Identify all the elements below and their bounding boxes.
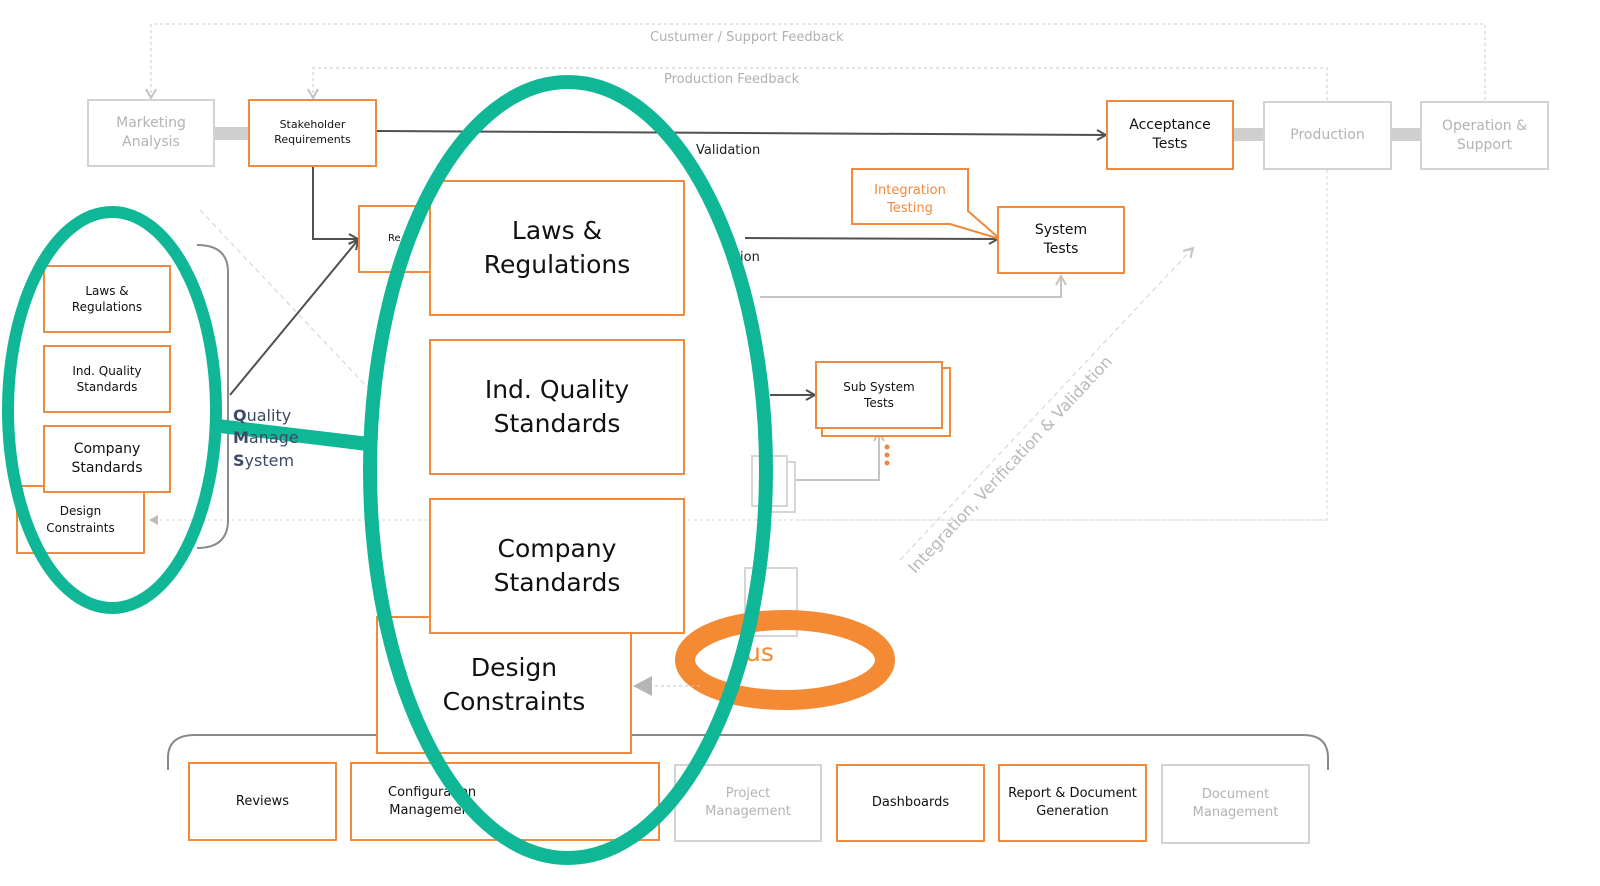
connector-production-operation	[1391, 128, 1422, 141]
system-return-arrow	[760, 276, 1061, 298]
acceptance-tests-box[interactable]: Acceptance Tests	[1106, 100, 1234, 170]
qms-uality: uality	[246, 406, 292, 425]
zoom-laws-regulations-box[interactable]: Laws & Regulations	[429, 180, 685, 316]
qms-q: Q	[233, 406, 247, 425]
teal-connector	[210, 418, 378, 452]
stakeholder-down-arrow	[312, 166, 358, 239]
zoom-company-standards-label: Company Standards	[493, 534, 621, 597]
validation-arrow	[375, 131, 1106, 135]
configuration-management-box[interactable]: Configuration Management	[350, 762, 660, 841]
production-feedback-line	[313, 67, 1328, 100]
zoom-company-standards-box[interactable]: Company Standards	[429, 498, 685, 634]
document-management-box[interactable]: Document Management	[1161, 764, 1310, 844]
qms-to-req-arrow	[229, 240, 358, 396]
customer-feedback-label: Custumer / Support Feedback	[650, 30, 844, 45]
continuous-label-partial: us	[745, 638, 774, 667]
quality-management-system-label: Quality Manage System	[233, 405, 299, 472]
dashboards-box[interactable]: Dashboards	[836, 764, 985, 842]
left-ind-quality-box[interactable]: Ind. Quality Standards	[43, 345, 171, 413]
integration-testing-label: Integration Testing	[874, 183, 946, 216]
zoom-design-constraints-label: Design Constraints	[442, 653, 586, 716]
marketing-analysis-box[interactable]: Marketing Analysis	[87, 99, 215, 167]
qms-s: S	[233, 450, 245, 470]
qms-ystem: ystem	[244, 450, 295, 470]
validation-label: Validation	[696, 143, 761, 158]
left-design-constraints-box[interactable]: Design Constraints	[16, 485, 145, 554]
report-document-generation-box[interactable]: Report & Document Generation	[998, 764, 1147, 842]
zoom-ind-quality-box[interactable]: Ind. Quality Standards	[429, 339, 685, 475]
verification-label-partial: ion	[740, 250, 760, 265]
v-model-left-diagonal	[199, 209, 371, 391]
grey-stack-back-2	[751, 455, 788, 507]
more-dot-1	[884, 444, 890, 450]
zoom-design-constraints-box[interactable]: Design Constraints	[376, 616, 632, 754]
verification-arrow	[744, 238, 998, 239]
left-company-standards-box[interactable]: Company Standards	[43, 425, 171, 493]
qms-m: M	[233, 428, 249, 448]
zoom-ind-quality-label: Ind. Quality Standards	[484, 375, 630, 438]
production-feedback-label: Production Feedback	[664, 72, 800, 87]
stakeholder-requirements-box[interactable]: Stakeholder Requirements	[248, 99, 377, 167]
qms-anage: anage	[248, 428, 299, 448]
qms-brace	[196, 244, 229, 549]
more-dot-3	[884, 460, 890, 466]
reviews-box[interactable]: Reviews	[188, 762, 337, 841]
zoom-laws-regulations-label: Laws & Regulations	[483, 216, 631, 279]
project-management-box[interactable]: Project Management	[674, 764, 822, 842]
operation-support-box[interactable]: Operation & Support	[1420, 101, 1549, 170]
customer-feedback-line	[151, 23, 1486, 100]
production-box[interactable]: Production	[1263, 101, 1392, 170]
subsystem-return-arrow	[790, 432, 879, 481]
subsystem-tests-box[interactable]: Sub System Tests	[815, 361, 943, 429]
left-laws-regulations-box[interactable]: Laws & Regulations	[43, 265, 171, 333]
connector-marketing-stakeholder	[215, 127, 249, 140]
connector-acceptance-production	[1233, 128, 1265, 141]
zoom-design-arrowhead	[633, 676, 652, 696]
more-dot-2	[884, 452, 890, 458]
system-tests-box[interactable]: System Tests	[997, 206, 1125, 274]
